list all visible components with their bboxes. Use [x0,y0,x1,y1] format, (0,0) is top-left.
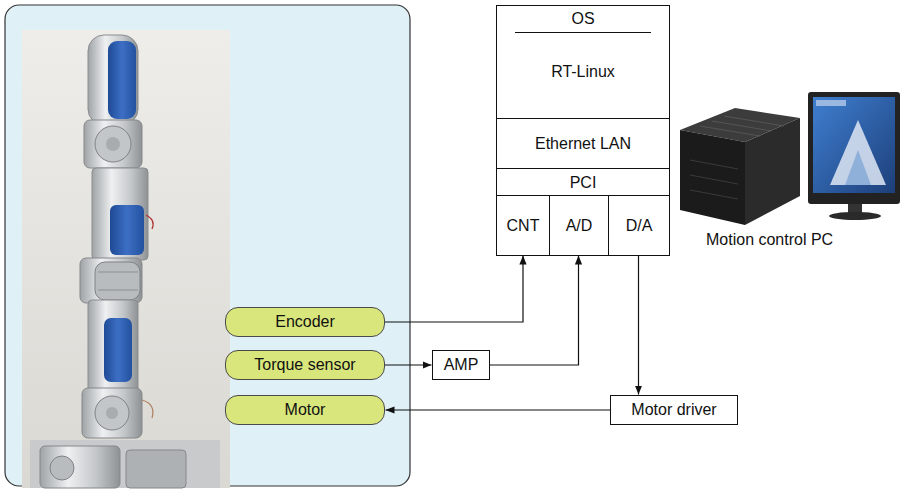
node-label: PCI [497,169,669,192]
software-stack: OS RT-LinuxEthernet LAN PCI CNT A/D D/A [496,5,670,256]
signal-arrow [386,409,611,410]
device-box: Torque sensor [225,350,385,380]
node-label: Torque sensor [254,356,355,374]
signal-arrow [385,364,432,365]
node-label: Ethernet LAN [535,135,631,153]
node-label: Motor driver [631,401,716,419]
node-label: AMP [444,356,479,374]
signal-arrow [490,256,579,366]
node-label: OS [515,10,651,33]
node-label: RT-Linux [497,63,669,81]
io-port: CNT [497,195,549,255]
network-band: Ethernet LAN [497,118,669,168]
node-label: D/A [626,217,653,235]
label-holder: Motion control PC [706,231,833,249]
node-label: Motor [285,401,326,419]
bus-band: PCI CNT A/D D/A [497,168,669,255]
driver-box: Motor driver [610,395,738,425]
amplifier-box: AMP [432,350,490,380]
io-port: D/A [608,195,669,255]
signal-arrow [385,256,523,323]
io-port: A/D [549,195,608,255]
robot-photo [22,30,230,488]
node-label: CNT [507,217,540,235]
pc-illustration [680,92,900,225]
node-label: Encoder [275,313,335,331]
device-caption: Motion control PC [706,231,833,249]
device-box: Encoder [225,307,385,337]
node-label: A/D [566,217,593,235]
device-box: Motor [225,395,385,425]
signal-arrow [638,255,639,395]
